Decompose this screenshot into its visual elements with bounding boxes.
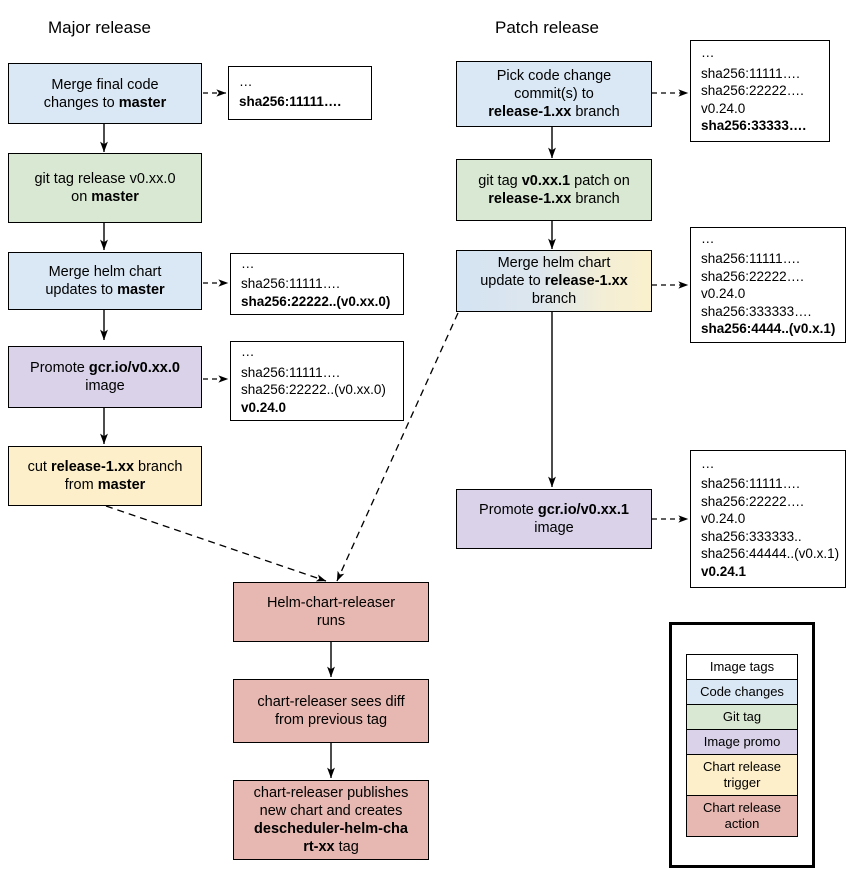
tag-line: …	[701, 45, 716, 61]
tagbox-after-merge-final-code: … sha256:11111….	[228, 66, 372, 120]
legend-item-image-promo: Image promo	[686, 729, 798, 755]
legend-item-label: Chart release action	[702, 799, 782, 831]
legend-item-label: Image promo	[703, 733, 781, 749]
tag-line: v0.24.0	[701, 511, 746, 527]
tag-line: sha256:333333….	[701, 303, 812, 319]
major-release-title: Major release	[48, 18, 151, 37]
legend-item-label: Git tag	[722, 708, 762, 724]
tag-line: …	[701, 230, 716, 246]
tag-line: sha256:333333..	[701, 528, 802, 544]
legend-item-chart-release-trigger: Chart release trigger	[686, 754, 798, 796]
tag-line: v0.24.0	[241, 399, 287, 415]
tag-line: …	[701, 455, 716, 471]
tagbox-after-promote-image: … sha256:11111…. sha256:22222..(v0.xx.0) v0…	[230, 341, 404, 421]
tag-line: sha256:11111….	[701, 476, 800, 492]
tag-line: sha256:33333….	[701, 118, 807, 134]
patch-release-title: Patch release	[495, 18, 599, 37]
tag-line: …	[241, 255, 256, 271]
tag-line: sha256:4444..(v0.x.1)	[701, 321, 836, 336]
tagbox-after-merge-helm-chart-patch: … sha256:11111…. sha256:22222…. v0.24.0 sha2…	[690, 227, 846, 343]
tag-line: sha256:22222….	[701, 493, 804, 509]
tag-line: sha256:22222..(v0.xx.0)	[241, 293, 391, 309]
legend-item-git-tag: Git tag	[686, 704, 798, 730]
legend-item-code-changes: Code changes	[686, 679, 798, 705]
tagbox-after-pick-code-change: … sha256:11111…. sha256:22222….v0.24.0 sha2…	[690, 40, 830, 142]
tag-line: v0.24.0	[701, 100, 746, 116]
tagbox-after-merge-helm-chart: … sha256:11111….sha256:22222..(v0.xx.0)	[230, 253, 404, 315]
legend-item-label: Image tags	[709, 658, 775, 674]
tag-line: …	[241, 344, 256, 359]
tag-line: sha256:11111….	[239, 94, 342, 109]
tag-line: v0.24.1	[701, 563, 747, 579]
tag-line: sha256:11111….	[701, 65, 800, 81]
legend-item-chart-release-action: Chart release action	[686, 795, 798, 837]
tag-line: sha256:11111….	[241, 364, 340, 380]
tag-line: …	[239, 73, 254, 89]
tag-line: sha256:22222….	[701, 83, 804, 99]
tag-line: sha256:11111….	[241, 276, 340, 292]
legend-item-label: Chart release trigger	[702, 758, 782, 790]
tag-line: sha256:22222..(v0.xx.0)	[241, 382, 386, 397]
tag-line: v0.24.0	[701, 286, 746, 301]
tag-line: sha256:22222….	[701, 268, 804, 284]
edge-dashed-cut-branch-to-releaser	[105, 505, 327, 582]
legend-item-image-tags: Image tags	[686, 653, 798, 680]
tag-line: sha256:11111….	[701, 251, 800, 266]
tag-line: sha256:44444..(v0.x.1)	[701, 546, 840, 562]
legend-item-label: Code changes	[700, 683, 784, 699]
